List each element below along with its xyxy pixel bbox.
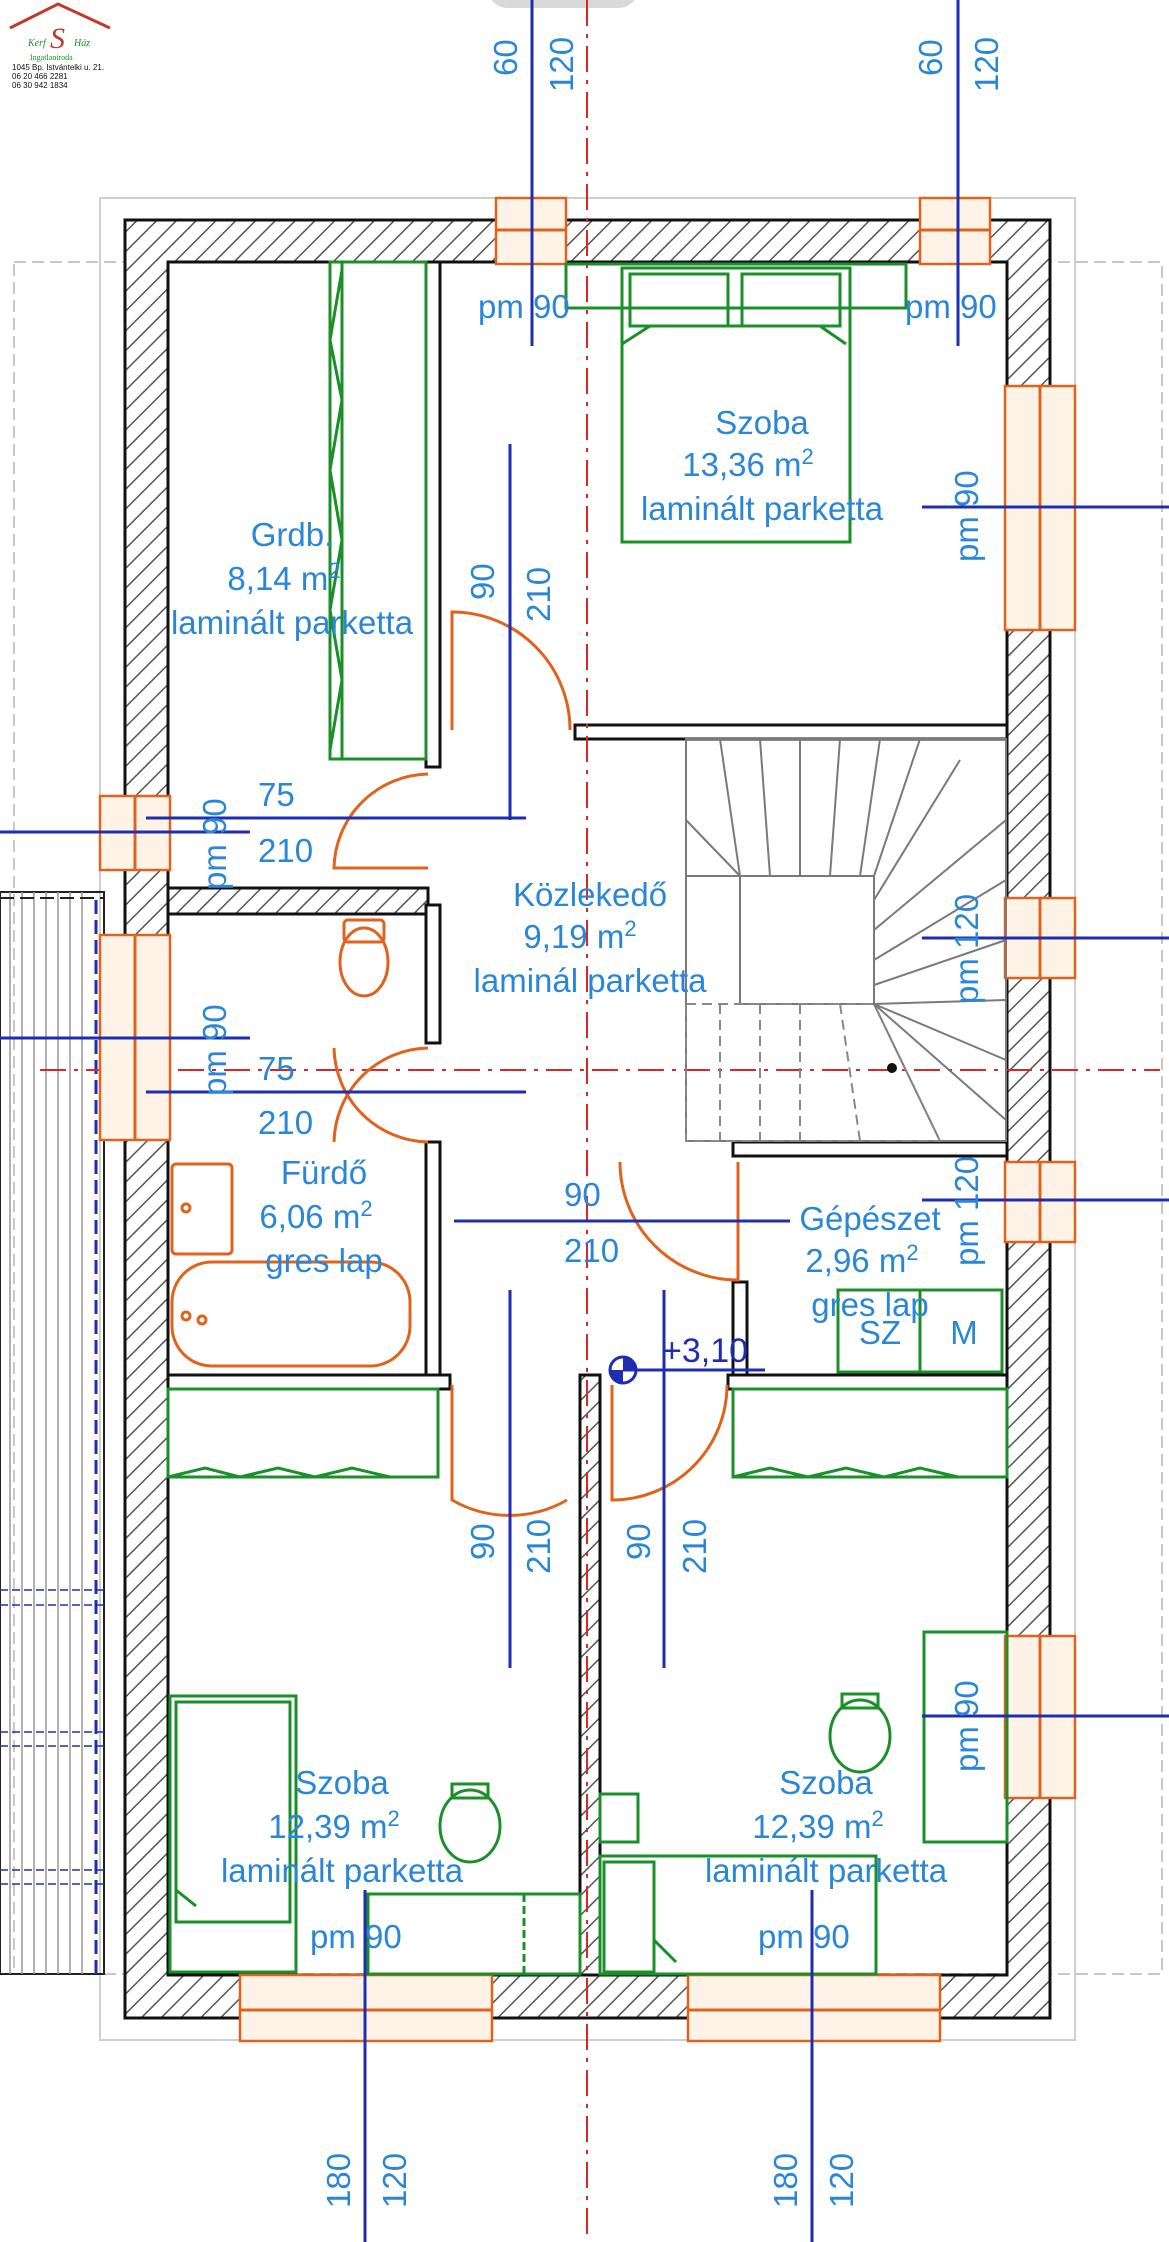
- room-area: 6,06 m2: [259, 1196, 372, 1235]
- room-name: Szoba: [295, 1764, 389, 1801]
- room-label-hall: Közlekedő 9,19 m2 laminál parketta: [474, 876, 708, 999]
- wardrobe-shelving: [328, 260, 428, 761]
- dim-door-bath-a: 75: [258, 1050, 295, 1087]
- room-floor: laminált parketta: [641, 490, 884, 527]
- balcony: [0, 891, 105, 1975]
- level-marker: +3,10: [608, 1332, 765, 1385]
- room-name: Szoba: [779, 1764, 873, 1801]
- bed-top: [564, 262, 908, 544]
- door-swings: [332, 610, 740, 1517]
- room-area: 12,39 m2: [268, 1806, 400, 1845]
- boundary-dashed: [13, 261, 1163, 1975]
- window-label-right-upper: pm 90: [948, 470, 985, 562]
- room-name: Szoba: [715, 404, 809, 441]
- window-label-bottom-left: pm 90: [310, 1918, 402, 1955]
- utility-equipment: [836, 1288, 1004, 1374]
- room-name: Közlekedő: [513, 876, 667, 913]
- window-label-utility: pm 120: [948, 1156, 985, 1266]
- dim-door-bl-a: 90: [464, 1523, 501, 1560]
- logo-phone-1: 06 20 466 2281: [12, 72, 68, 81]
- window-label-top-right: pm 90: [905, 288, 997, 325]
- bedroom-right-furniture: [598, 1387, 1009, 1976]
- room-label-wardrobe: Grdb. 8,14 m2 laminált parketta: [171, 516, 414, 641]
- dim-top-right-b: 120: [968, 37, 1005, 92]
- room-area: 9,19 m2: [523, 916, 636, 955]
- level-marker-label: +3,10: [662, 1332, 748, 1370]
- room-label-bedroom-left: Szoba 12,39 m2 laminált parketta: [221, 1764, 464, 1889]
- room-floor: laminált parketta: [221, 1852, 464, 1889]
- room-floor: laminált parketta: [705, 1852, 948, 1889]
- logo-address: 1045 Bp. Istvántelki u. 21.: [12, 63, 104, 72]
- dim-bottom-left-b: 120: [376, 2153, 413, 2208]
- room-label-utility: Gépészet 2,96 m2 gres lap SZ M: [799, 1200, 977, 1351]
- dim-bottom-right-b: 120: [823, 2153, 860, 2208]
- logo-letter: S: [50, 22, 65, 55]
- dim-bottom-right-a: 180: [767, 2153, 804, 2208]
- logo-subtitle: Ingatlaniroda: [30, 53, 73, 62]
- dim-top-right-a: 60: [912, 39, 949, 76]
- staircase: [685, 738, 1007, 1142]
- room-label-bedroom-right: Szoba 12,39 m2 laminált parketta: [705, 1764, 948, 1889]
- dim-door-ward-a: 75: [258, 776, 295, 813]
- window-label-right-lower: pm 90: [948, 1680, 985, 1772]
- window-label-bottom-right: pm 90: [758, 1918, 850, 1955]
- dim-bottom-left-a: 180: [320, 2153, 357, 2208]
- window-label-stair: pm 120: [948, 894, 985, 1004]
- dim-door-bed-b: 210: [520, 567, 557, 622]
- dim-door-bath-b: 210: [258, 1104, 313, 1141]
- dim-door-br-a: 90: [620, 1523, 657, 1560]
- dim-door-bed-a: 90: [464, 563, 501, 600]
- utility-mark-sz: SZ: [859, 1314, 901, 1351]
- room-floor: gres lap: [811, 1286, 928, 1323]
- room-floor: gres lap: [265, 1242, 382, 1279]
- company-logo: Kerf S Ház Ingatlaniroda 1045 Bp. István…: [9, 2, 111, 90]
- window-label-top-left: pm 90: [478, 288, 570, 325]
- top-handle: [491, 0, 635, 8]
- dim-door-util-a: 90: [564, 1176, 601, 1213]
- dim-door-bl-b: 210: [520, 1519, 557, 1574]
- dim-door-util-b: 210: [564, 1232, 619, 1269]
- room-name: Gépészet: [799, 1200, 940, 1237]
- logo-phone-2: 06 30 942 1834: [12, 81, 68, 90]
- room-name: Grdb.: [251, 516, 334, 553]
- bedroom-left-furniture: [166, 1387, 582, 1976]
- room-area: 8,14 m2: [227, 558, 340, 597]
- room-area: 13,36 m2: [682, 444, 814, 483]
- window-label-wardrobe: pm 90: [196, 798, 233, 890]
- logo-text-left: Kerf: [27, 38, 47, 49]
- utility-mark-m: M: [950, 1314, 978, 1351]
- room-label-bathroom: Fürdő 6,06 m2 gres lap: [259, 1154, 382, 1279]
- dim-door-br-b: 210: [676, 1519, 713, 1574]
- dim-top-left-b: 120: [543, 37, 580, 92]
- logo-text-right: Ház: [73, 38, 90, 49]
- room-floor: laminált parketta: [171, 604, 414, 641]
- room-area: 2,96 m2: [805, 1240, 918, 1279]
- bathroom-fixtures: [170, 918, 412, 1368]
- room-label-bedroom-top: Szoba 13,36 m2 laminált parketta: [641, 404, 884, 527]
- room-area: 12,39 m2: [752, 1806, 884, 1845]
- dimension-labels: 60 120 60 120 pm 90 pm 90 pm 90 90 210 p…: [196, 37, 1005, 2208]
- interior-walls: [166, 260, 1009, 1977]
- dim-door-ward-b: 210: [258, 832, 313, 869]
- room-name: Fürdő: [281, 1154, 367, 1191]
- window-label-bath: pm 90: [196, 1004, 233, 1096]
- dim-top-left-a: 60: [487, 39, 524, 76]
- room-floor: laminál parketta: [474, 962, 708, 999]
